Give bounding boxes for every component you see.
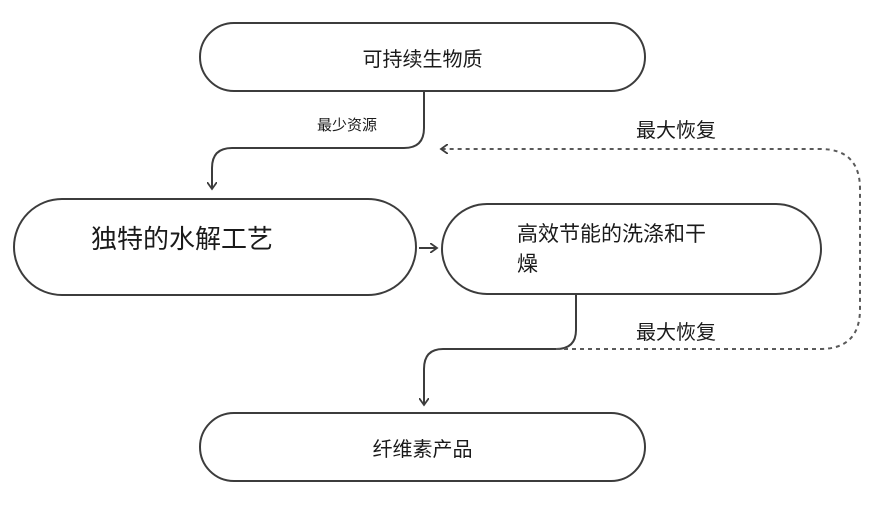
label-least-resources: 最少资源	[317, 116, 378, 134]
node-label: 可持续生物质	[362, 46, 483, 71]
node-unique-hydrolysis: 独特的水解工艺	[13, 198, 417, 296]
node-washing-drying: 高效节能的洗涤和干燥	[441, 203, 822, 295]
label-max-recovery-bottom: 最大恢复	[636, 320, 716, 344]
dashed-recovery-loop	[442, 149, 861, 350]
label-max-recovery-top: 最大恢复	[636, 118, 716, 142]
node-cellulose-products: 纤维素产品	[199, 412, 646, 482]
node-label: 高效节能的洗涤和干燥	[517, 222, 706, 276]
node-label: 独特的水解工艺	[91, 224, 274, 255]
node-sustainable-biomass: 可持续生物质	[199, 22, 646, 92]
node-label: 纤维素产品	[372, 436, 473, 461]
arrow-right-to-bottom	[424, 295, 577, 404]
arrow-top-to-left	[212, 92, 425, 188]
